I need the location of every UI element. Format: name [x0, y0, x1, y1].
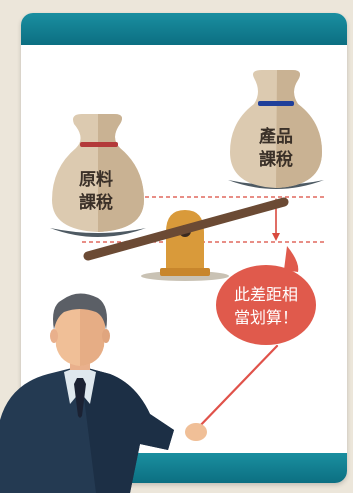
scale-plate-right	[228, 180, 324, 189]
left-bag-label-line1: 原料	[79, 169, 113, 190]
card-header-band	[21, 13, 347, 45]
left-bag-label-line2: 課稅	[79, 192, 113, 213]
scale-plate-left	[50, 228, 146, 237]
scale-beam	[83, 197, 289, 261]
right-bag-label-line2: 課稅	[259, 149, 293, 170]
right-money-bag: 產品 課稅	[230, 70, 322, 188]
right-bag-label-line1: 產品	[259, 126, 293, 147]
bubble-text-line1: 此差距相	[234, 285, 298, 304]
bubble-text-line2: 當划算！	[234, 308, 298, 327]
presenter-person	[0, 293, 207, 493]
pointer-stick	[194, 344, 279, 432]
speech-bubble: 此差距相 當划算！	[216, 246, 316, 345]
left-money-bag: 原料 課稅	[52, 114, 144, 232]
